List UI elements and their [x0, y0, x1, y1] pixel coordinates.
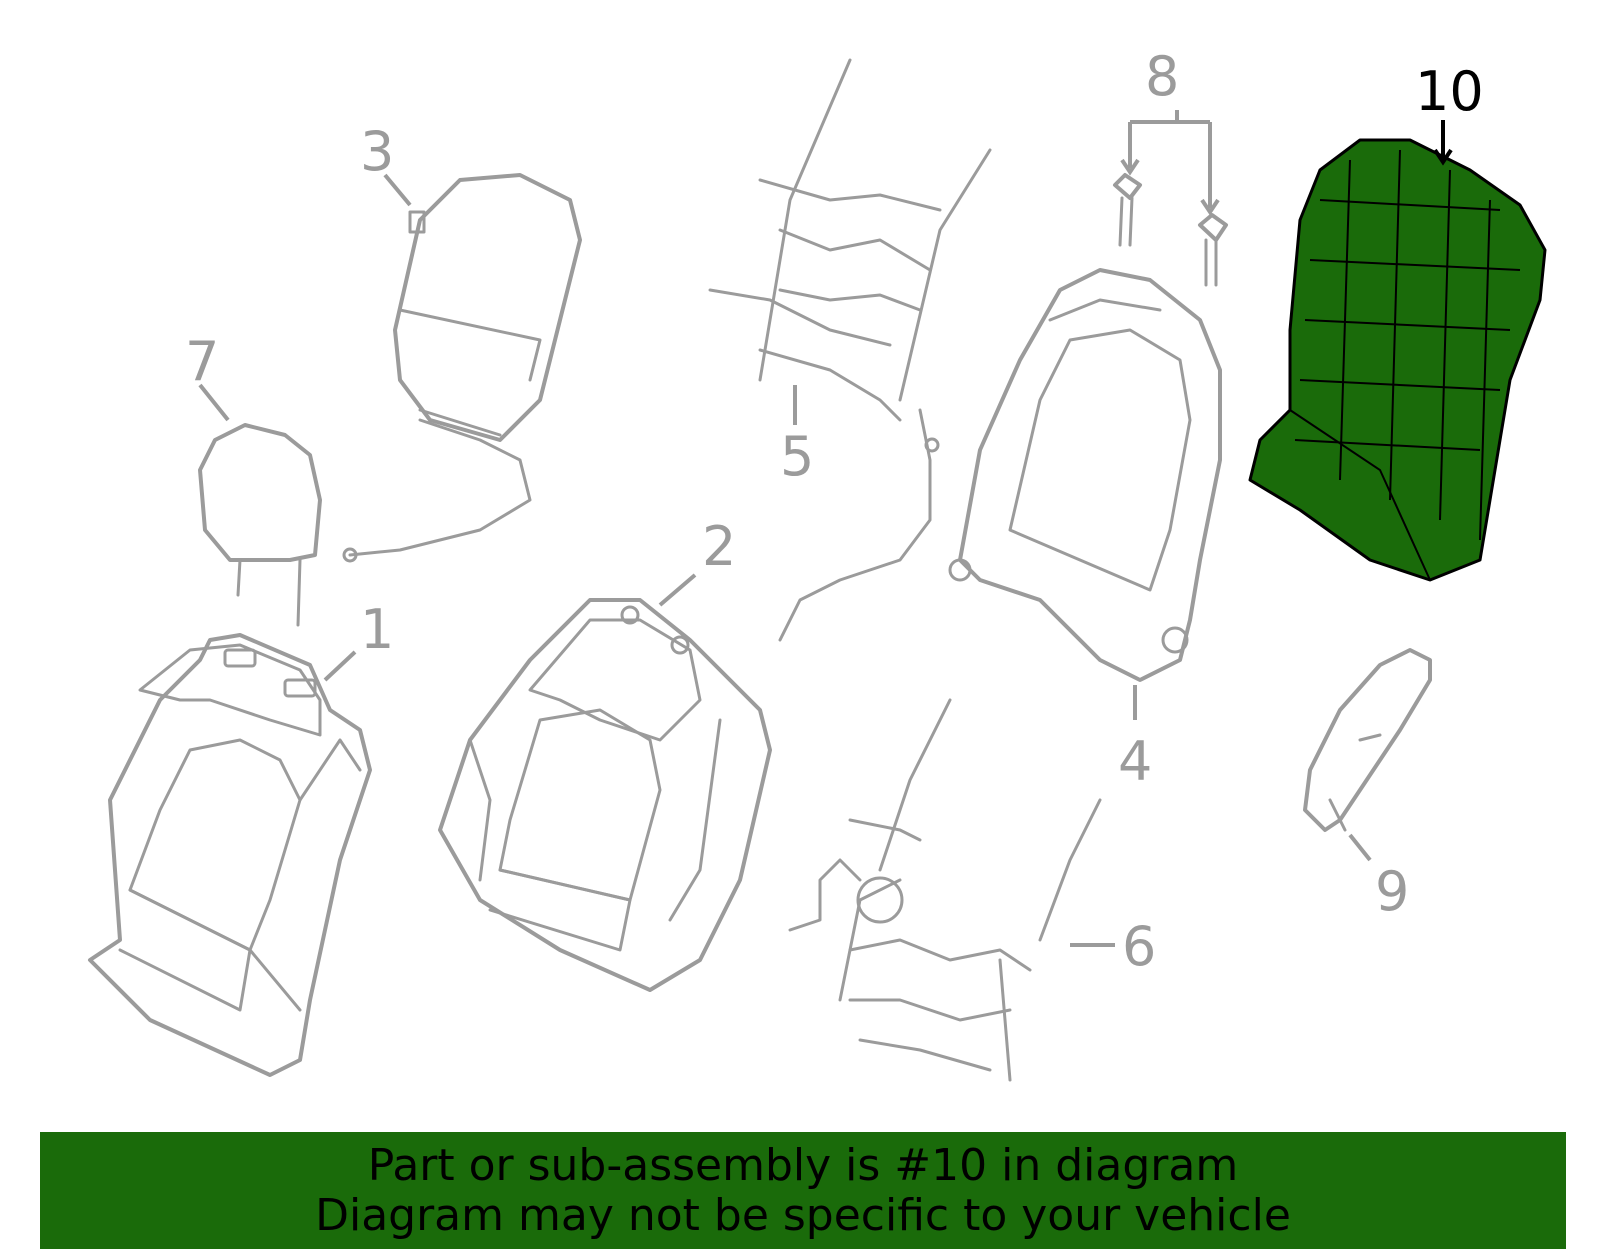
- callout-2: 2: [702, 515, 736, 578]
- callout-3: 3: [360, 120, 394, 183]
- part-7-headrest[interactable]: [198, 423, 322, 627]
- leader-2: [658, 573, 697, 607]
- callout-6: 6: [1122, 915, 1156, 978]
- part-6-lumbar-mechanism[interactable]: [788, 698, 1102, 1082]
- callout-1: 1: [360, 598, 394, 661]
- part-4-seat-back-frame[interactable]: [948, 268, 1222, 682]
- leader-7: [198, 383, 230, 422]
- leader-9: [1348, 833, 1372, 862]
- leader-8-arrow-left: [1120, 158, 1140, 176]
- parts-diagram: 1 2 3 4: [88, 45, 1547, 1082]
- callout-5: 5: [780, 425, 814, 488]
- callout-7: 7: [185, 330, 219, 393]
- leader-8: [1128, 110, 1212, 208]
- leader-10-arrow: [1433, 148, 1453, 166]
- part-1-seat-back-cover[interactable]: [88, 633, 372, 1077]
- banner-line-1: Part or sub-assembly is #10 in diagram: [367, 1139, 1239, 1191]
- leader-3: [383, 173, 412, 207]
- callout-9: 9: [1375, 860, 1409, 923]
- info-banner: Part or sub-assembly is #10 in diagram D…: [40, 1132, 1566, 1249]
- leader-1: [323, 650, 357, 682]
- part-8-bolts[interactable]: [1113, 173, 1228, 287]
- part-5-suspension-mat[interactable]: [708, 58, 992, 642]
- callout-10: 10: [1415, 60, 1484, 123]
- banner-line-2: Diagram may not be specific to your vehi…: [315, 1189, 1291, 1241]
- leader-8-arrow-right: [1200, 198, 1220, 216]
- part-10-seat-back-panel[interactable]: [1248, 138, 1547, 582]
- part-2-seat-back-pad[interactable]: [438, 598, 772, 992]
- part-9-trim-cover[interactable]: [1303, 648, 1432, 832]
- callout-4: 4: [1118, 730, 1152, 793]
- callout-8: 8: [1145, 45, 1179, 108]
- part-3-heater-mat[interactable]: [342, 173, 582, 563]
